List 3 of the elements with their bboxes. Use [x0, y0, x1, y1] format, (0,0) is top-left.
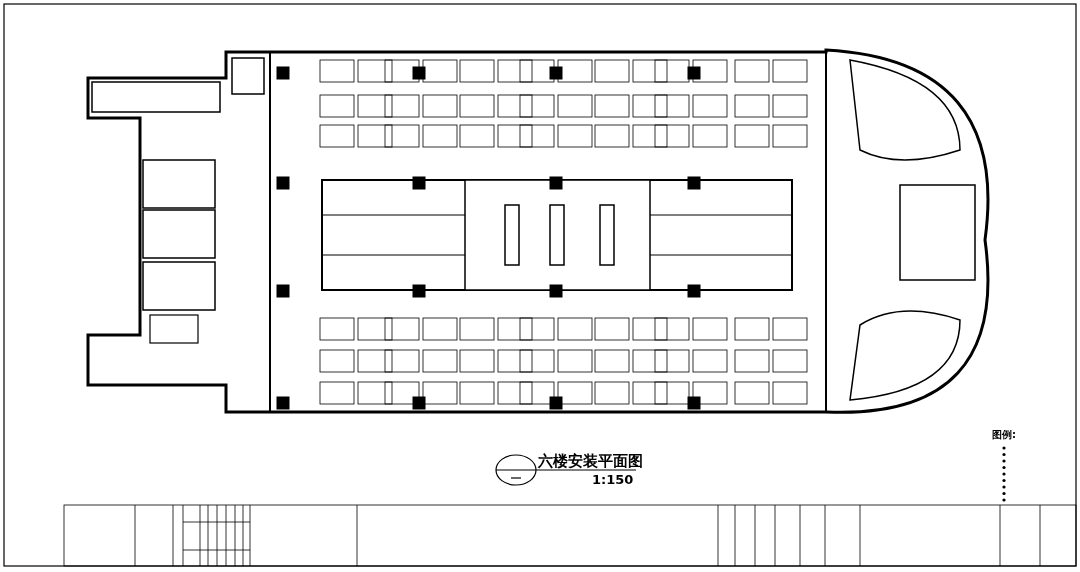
scale-label: 1:150 [592, 472, 634, 487]
drawing-title: 六楼安装平面图 [538, 452, 643, 471]
legend-heading: 图例: [992, 428, 1016, 442]
